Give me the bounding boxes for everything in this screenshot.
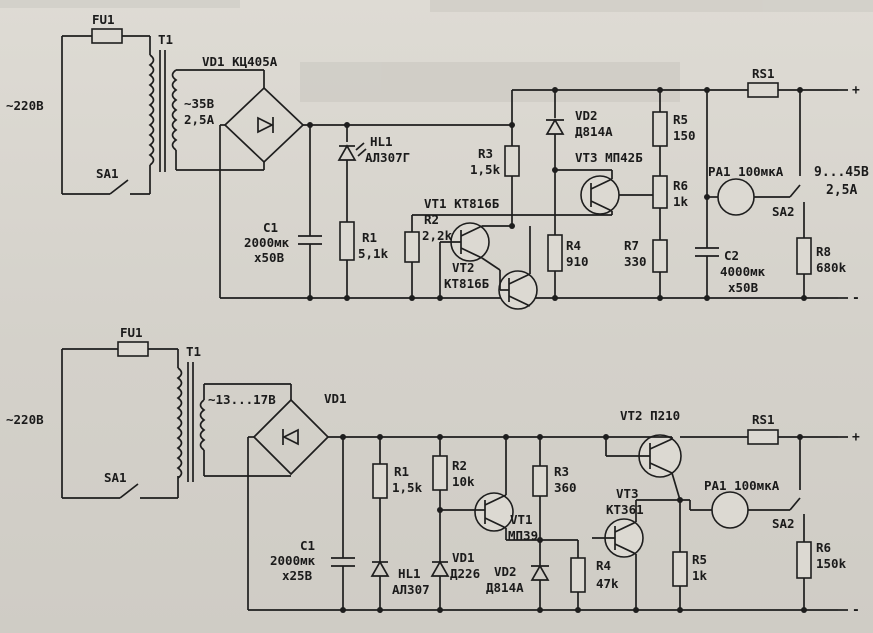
top-c2-volt: х50В bbox=[728, 280, 759, 295]
top-c1-volt: х50В bbox=[254, 250, 285, 265]
bottom-r3-val: 360 bbox=[554, 480, 577, 495]
bottom-vd2-name: VD2 bbox=[494, 564, 517, 579]
bottom-rs1-label: RS1 bbox=[752, 412, 775, 427]
bottom-vt2-label: VT2 П210 bbox=[620, 408, 680, 423]
top-out-plus: + bbox=[852, 83, 860, 98]
bottom-hl1-type: АЛ307 bbox=[392, 582, 430, 597]
bottom-hl1-name: HL1 bbox=[398, 566, 421, 581]
top-fuse-label: FU1 bbox=[92, 12, 115, 27]
top-r7-val: 330 bbox=[624, 254, 647, 269]
top-r6-val: 1k bbox=[673, 194, 689, 209]
top-secondary-voltage: ~35В bbox=[184, 96, 215, 111]
bottom-out-minus: - bbox=[852, 603, 860, 618]
bottom-c1-volt: х25В bbox=[282, 568, 313, 583]
bottom-vt3-type: КТ361 bbox=[606, 502, 644, 517]
top-r4-name: R4 bbox=[566, 238, 581, 253]
bottom-r6-val: 150k bbox=[816, 556, 847, 571]
bottom-vt1-type: МП39 bbox=[508, 528, 538, 543]
top-vt3-label: VT3 МП42Б bbox=[575, 150, 643, 165]
top-switch-label: SA1 bbox=[96, 166, 119, 181]
top-vd2-name: VD2 bbox=[575, 108, 598, 123]
top-r1-val: 5,1k bbox=[358, 246, 389, 261]
top-r8-val: 680k bbox=[816, 260, 847, 275]
circuit-bottom: ~220В FU1 SA1 T1 ~13...17В VD1 C1 2000мк… bbox=[6, 325, 860, 618]
bottom-switch-label: SA1 bbox=[104, 470, 127, 485]
bottom-c1-name: C1 bbox=[300, 538, 315, 553]
bottom-vt3-name: VT3 bbox=[616, 486, 639, 501]
bottom-r2-name: R2 bbox=[452, 458, 467, 473]
bottom-r4-val: 47k bbox=[596, 576, 619, 591]
top-sa2-label: SA2 bbox=[772, 204, 795, 219]
top-bridge-label: VD1 КЦ405А bbox=[202, 54, 278, 69]
top-out-minus: - bbox=[852, 291, 860, 306]
top-vt1-label: VT1 КТ816Б bbox=[424, 196, 499, 211]
bottom-r4-name: R4 bbox=[596, 558, 611, 573]
top-vd2-type: Д814А bbox=[575, 124, 613, 139]
top-c2-name: C2 bbox=[724, 248, 739, 263]
bottom-fuse-label: FU1 bbox=[120, 325, 143, 340]
top-r1-name: R1 bbox=[362, 230, 377, 245]
top-c2-cap: 4000мк bbox=[720, 264, 766, 279]
top-vt2-type: КТ816Б bbox=[444, 276, 489, 291]
bottom-r1-name: R1 bbox=[394, 464, 409, 479]
top-r3-val: 1,5k bbox=[470, 162, 501, 177]
bottom-r3-name: R3 bbox=[554, 464, 569, 479]
bottom-out-plus: + bbox=[852, 430, 860, 445]
top-rs1-label: RS1 bbox=[752, 66, 775, 81]
top-c1-name: C1 bbox=[263, 220, 278, 235]
top-led-type: АЛ307Г bbox=[365, 150, 410, 165]
bottom-bridge-label: VD1 bbox=[324, 391, 347, 406]
top-pa1-label: РА1 100мкА bbox=[708, 164, 784, 179]
top-r8-name: R8 bbox=[816, 244, 831, 259]
bottom-sa2-label: SA2 bbox=[772, 516, 795, 531]
top-r4-val: 910 bbox=[566, 254, 589, 269]
bottom-r6-name: R6 bbox=[816, 540, 831, 555]
circuit-top: ~220В FU1 SA1 T1 ~35В 2,5А VD1 КЦ405А HL… bbox=[6, 12, 869, 310]
top-r6-name: R6 bbox=[673, 178, 688, 193]
bottom-vd1-name: VD1 bbox=[452, 550, 475, 565]
top-c1-cap: 2000мк bbox=[244, 235, 290, 250]
top-r3-name: R3 bbox=[478, 146, 493, 161]
bottom-pa1-label: РА1 100мкА bbox=[704, 478, 780, 493]
bottom-vd1-type: Д226 bbox=[450, 566, 480, 581]
bottom-vd2-type: Д814А bbox=[486, 580, 524, 595]
bottom-secondary-voltage: ~13...17В bbox=[208, 392, 276, 407]
top-vt2-name: VT2 bbox=[452, 260, 475, 275]
bottom-r5-name: R5 bbox=[692, 552, 707, 567]
top-mains-label: ~220В bbox=[6, 98, 44, 113]
bottom-transformer-label: T1 bbox=[186, 344, 201, 359]
bottom-r5-val: 1k bbox=[692, 568, 708, 583]
top-out-current: 2,5А bbox=[826, 183, 857, 198]
top-r2-name: R2 bbox=[424, 212, 439, 227]
top-led-label: HL1 bbox=[370, 134, 393, 149]
top-r7-name: R7 bbox=[624, 238, 639, 253]
top-r5-val: 150 bbox=[673, 128, 696, 143]
top-r5-name: R5 bbox=[673, 112, 688, 127]
top-r2-val: 2,2k bbox=[422, 228, 453, 243]
top-out-voltage: 9...45В bbox=[814, 165, 869, 180]
top-secondary-current: 2,5А bbox=[184, 112, 215, 127]
top-transformer-label: T1 bbox=[158, 32, 173, 47]
bottom-mains-label: ~220В bbox=[6, 412, 44, 427]
bottom-c1-cap: 2000мк bbox=[270, 553, 316, 568]
bottom-vt1-name: VT1 bbox=[510, 512, 533, 527]
bottom-r2-val: 10k bbox=[452, 474, 475, 489]
background-print bbox=[0, 0, 873, 102]
bottom-r1-val: 1,5k bbox=[392, 480, 423, 495]
